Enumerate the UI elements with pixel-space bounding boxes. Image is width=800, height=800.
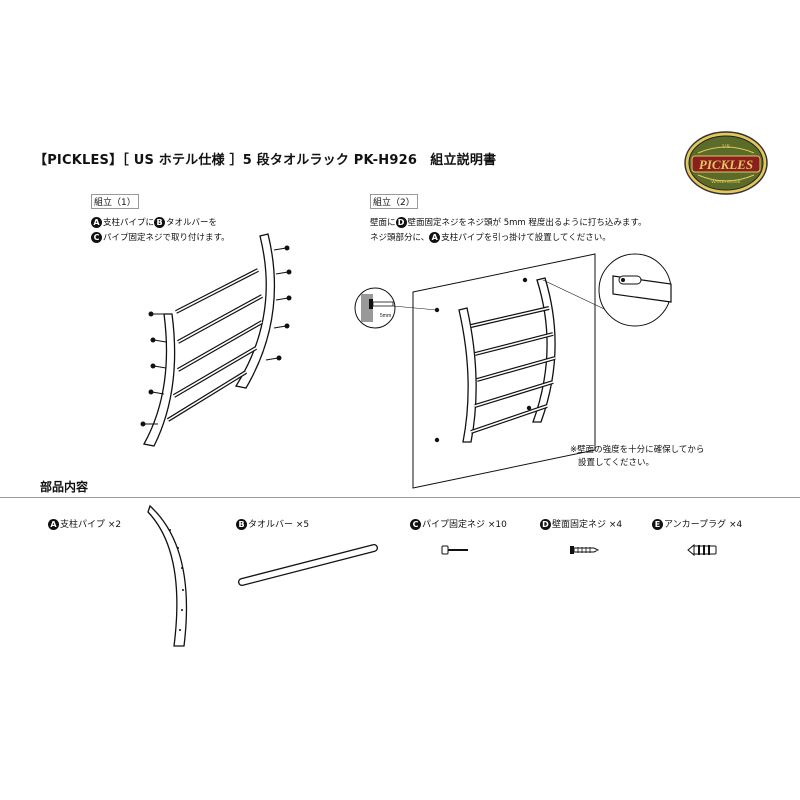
part-d-wall-screw (570, 546, 600, 554)
logo-main-text: PICKLES (699, 157, 753, 172)
step1-label: 組立（1） (91, 194, 139, 209)
part-c-badge: C (91, 232, 102, 243)
part-e-anchor-plug (687, 543, 717, 557)
wall-screws (434, 277, 532, 443)
section-divider (0, 497, 800, 498)
part-b-towel-bar (238, 544, 378, 586)
document-title: 【PICKLES】［ US ホテル仕様 ］5 段タオルラック PK-H926 組… (34, 153, 497, 168)
part-d-badge: D (540, 519, 551, 530)
step2-illustration: 5mm (354, 253, 672, 489)
part-b-badge: B (236, 519, 247, 530)
part-d-badge: D (395, 217, 407, 228)
part-a-support-pipe (147, 504, 188, 647)
warning-note: ※壁面の強度を十分に確保してから 設置してください。 (570, 445, 705, 468)
logo-top-text: US (722, 144, 730, 150)
part-a-badge: A (429, 232, 441, 243)
towel-bars (166, 268, 263, 422)
mounted-support-left (458, 307, 477, 443)
pickles-logo: US PICKLES WAREHOUSE (684, 131, 768, 195)
part-e-badge: E (652, 519, 663, 530)
support-pipe-left (142, 313, 176, 447)
step1-illustration (140, 233, 292, 447)
mounted-support-right (532, 277, 556, 423)
part-a-badge: A (48, 519, 59, 530)
logo-emblem: US PICKLES WAREHOUSE (684, 131, 768, 195)
support-pipe-right (234, 233, 276, 389)
dimension-label: 5mm (380, 313, 391, 319)
part-c-pipe-screw (441, 545, 468, 555)
pipe-screws (140, 245, 292, 427)
parts-section-title: 部品内容 (40, 480, 89, 494)
step2-label: 組立（2） (370, 194, 418, 209)
part-c-badge: C (410, 519, 421, 530)
logo-bottom-text: WAREHOUSE (711, 179, 740, 184)
part-a-badge: A (91, 217, 102, 228)
part-b-badge: B (154, 217, 166, 228)
